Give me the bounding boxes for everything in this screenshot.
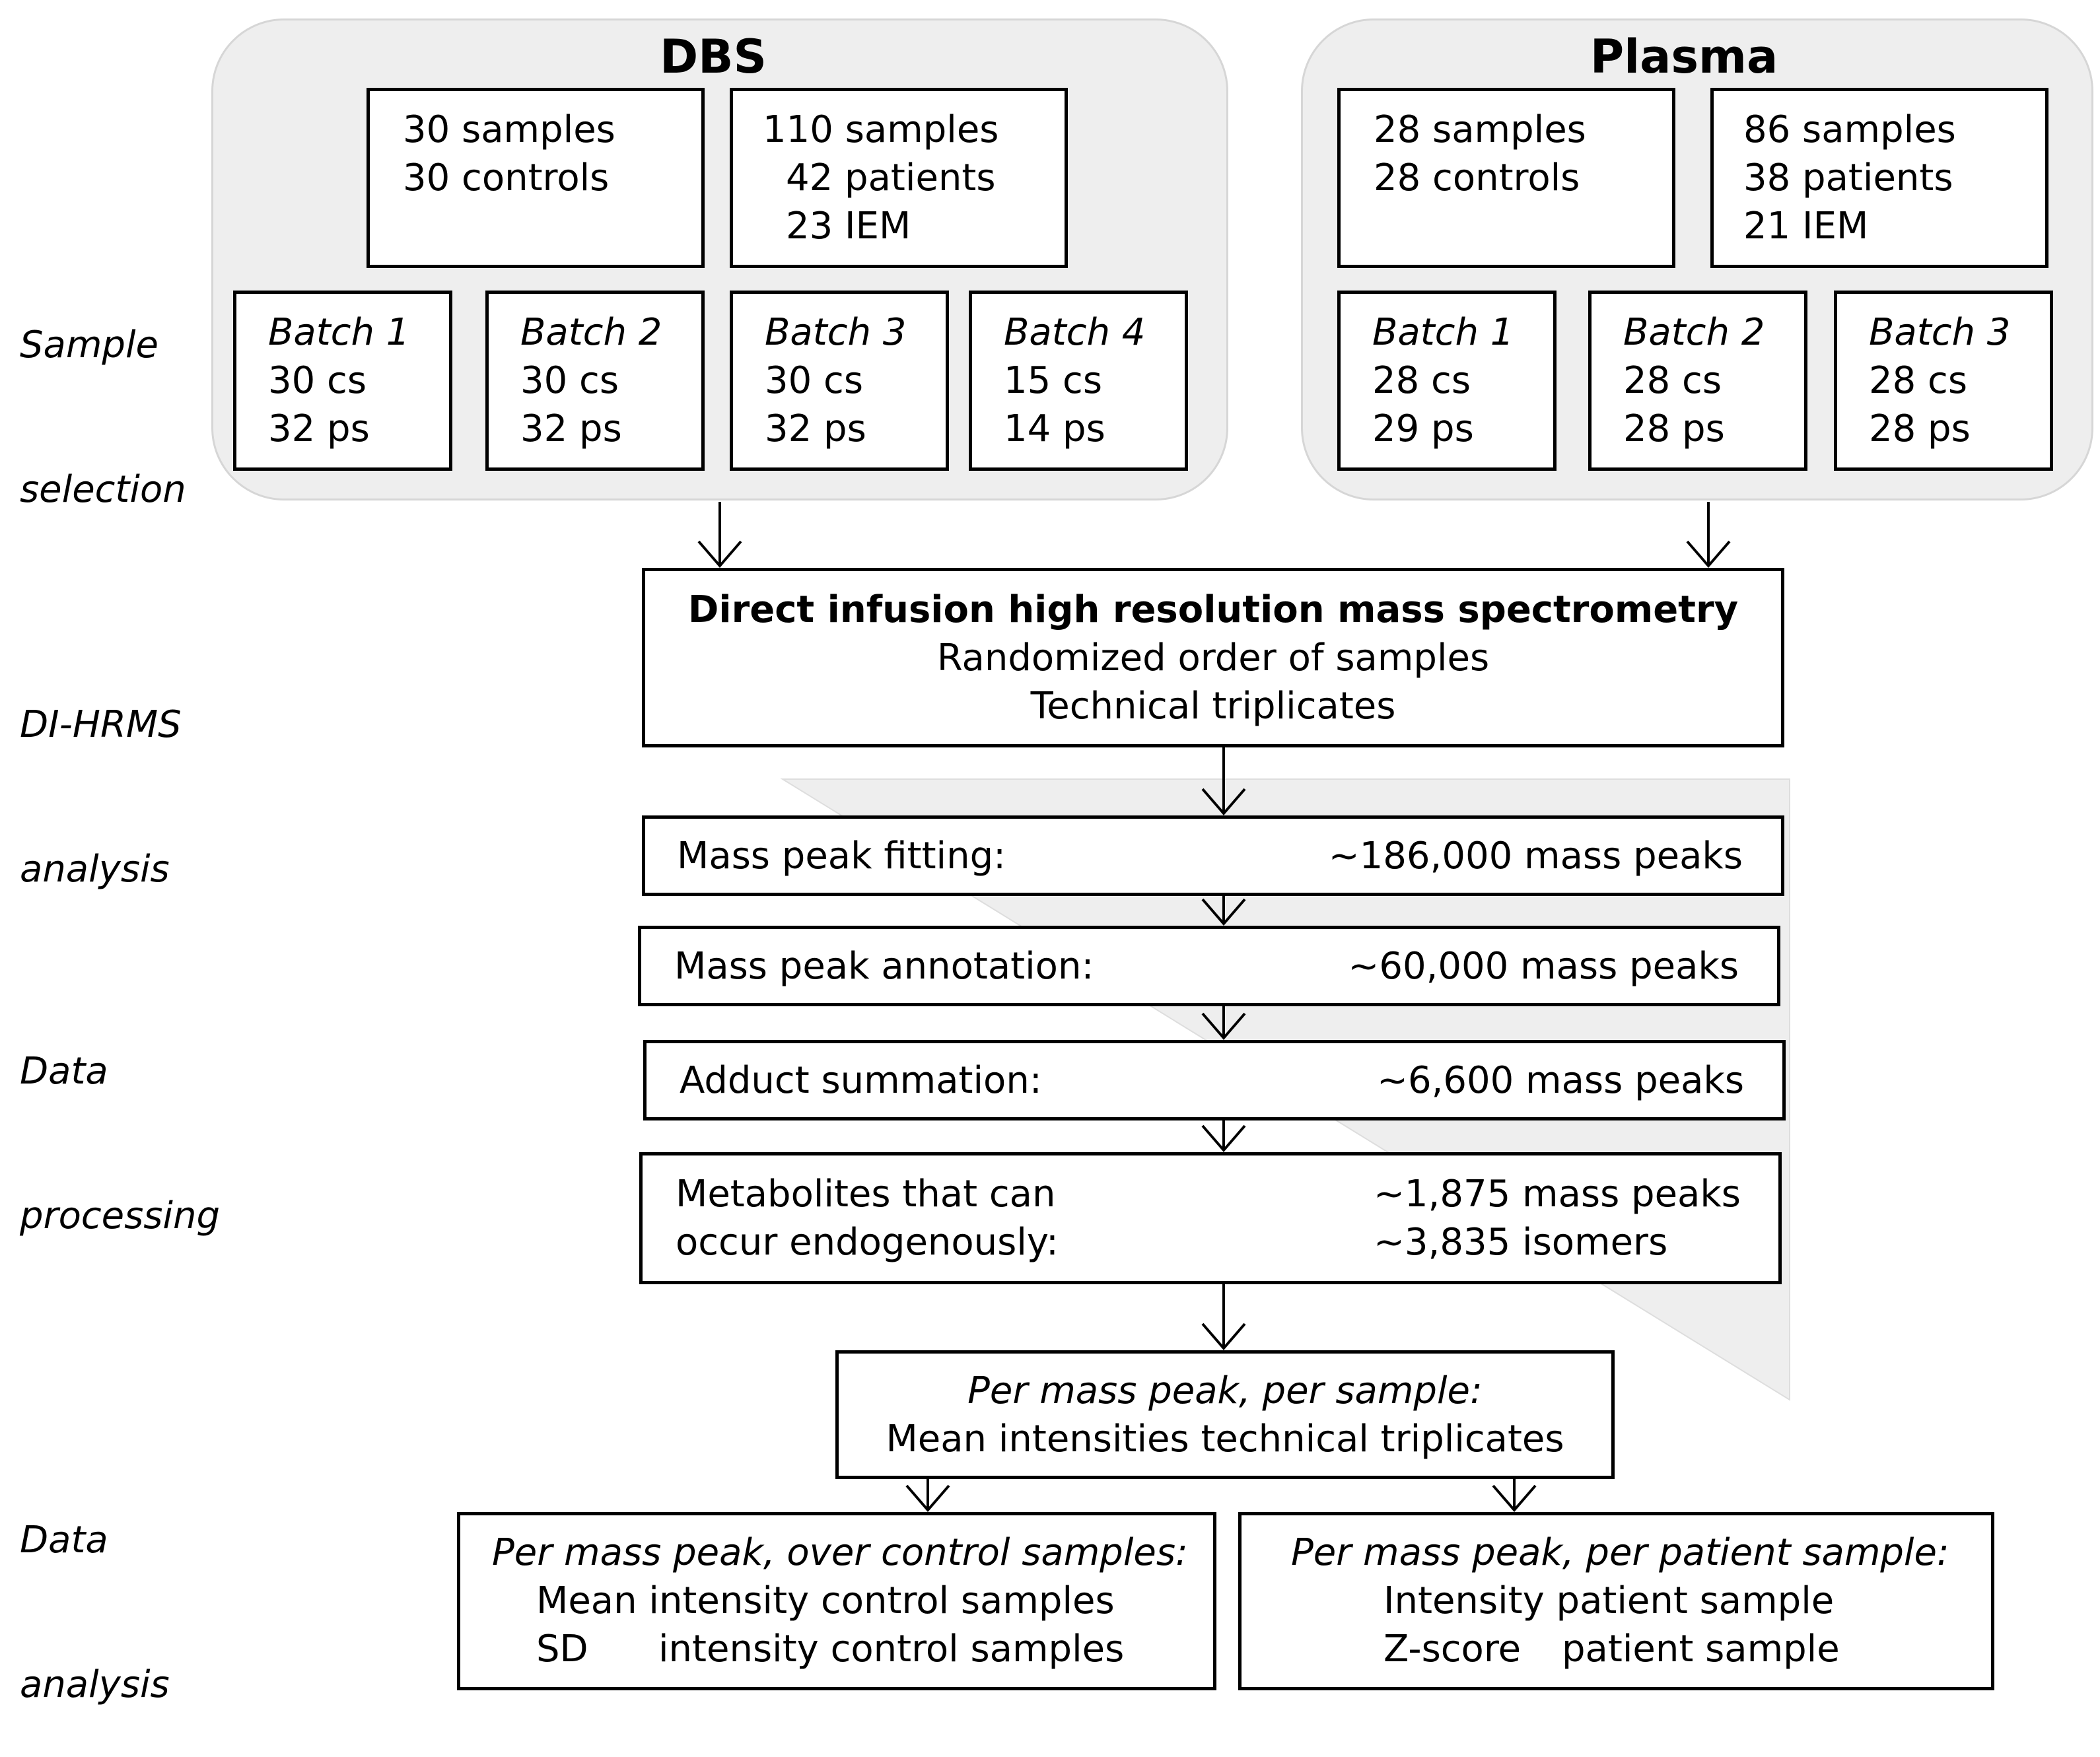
- stage-dihrms-analysis: DI-HRMS analysis: [20, 604, 182, 942]
- step-mass-peak-fitting: Mass peak fitting: ~186,000 mass peaks: [642, 815, 1784, 896]
- dbs-patients-line: 23 IEM: [786, 205, 911, 248]
- control-stats-sd: SD: [536, 1628, 588, 1671]
- dihrms-line: Randomized order of samples: [936, 637, 1490, 679]
- patient-stats-box: Per mass peak, per patient sample: Inten…: [1238, 1512, 1994, 1690]
- batch-ps: 32 ps: [268, 407, 370, 450]
- plasma-patients-line: 21 IEM: [1743, 205, 1869, 248]
- control-stats-line: Mean intensity control samples: [536, 1579, 1115, 1622]
- metabolites-value: ~3,835 isomers: [1374, 1221, 1668, 1264]
- dbs-batch-4: Batch 4 15 cs 14 ps: [969, 291, 1188, 471]
- plasma-controls-line: 28 samples: [1374, 108, 1586, 151]
- step-label: Adduct summation:: [680, 1059, 1042, 1102]
- batch-cs: 30 cs: [268, 359, 367, 402]
- plasma-title: Plasma: [1590, 30, 1778, 84]
- plasma-batch-2: Batch 2 28 cs 28 ps: [1588, 291, 1807, 471]
- stage-data-processing: Data processing: [20, 951, 220, 1288]
- dbs-batch-1: Batch 1 30 cs 32 ps: [233, 291, 452, 471]
- stage-label-line: processing: [20, 1194, 221, 1237]
- dbs-controls-line: 30 samples: [403, 108, 615, 151]
- batch-name: Batch 4: [1004, 311, 1146, 354]
- plasma-patients-line: 38 patients: [1743, 156, 1953, 199]
- stage-label-line: DI-HRMS: [20, 703, 182, 746]
- batch-ps: 14 ps: [1004, 407, 1105, 450]
- per-sample-title: Per mass peak, per sample:: [967, 1369, 1483, 1412]
- dbs-batch-2: Batch 2 30 cs 32 ps: [485, 291, 705, 471]
- stage-label-line: Data: [20, 1519, 108, 1562]
- stage-label-line: analysis: [20, 848, 170, 891]
- stage-label-line: Sample: [20, 324, 158, 366]
- plasma-batch-1: Batch 1 28 cs 29 ps: [1337, 291, 1557, 471]
- plasma-controls-box: 28 samples 28 controls: [1337, 88, 1675, 268]
- dbs-patients-box: 110 samples 42 patients 23 IEM: [730, 88, 1068, 268]
- patient-stats-line: Intensity patient sample: [1383, 1579, 1835, 1622]
- batch-cs: 30 cs: [520, 359, 619, 402]
- step-adduct-summation: Adduct summation: ~6,600 mass peaks: [643, 1040, 1786, 1120]
- plasma-patients-line: 86 samples: [1743, 108, 1956, 151]
- patient-stats-line: patient sample: [1562, 1628, 1840, 1671]
- batch-cs: 28 cs: [1372, 359, 1471, 402]
- batch-ps: 29 ps: [1372, 407, 1474, 450]
- metabolites-label: occur endogenously:: [676, 1221, 1059, 1264]
- metabolites-label: Metabolites that can: [676, 1173, 1056, 1216]
- step-value: ~186,000 mass peaks: [1328, 835, 1743, 878]
- step-value: ~60,000 mass peaks: [1348, 945, 1739, 988]
- patient-stats-zscore: Z-score: [1383, 1628, 1522, 1671]
- batch-name: Batch 3: [1869, 311, 2011, 354]
- batch-ps: 32 ps: [520, 407, 622, 450]
- batch-name: Batch 2: [520, 311, 662, 354]
- step-metabolites: Metabolites that can occur endogenously:…: [639, 1152, 1782, 1284]
- metabolites-value: ~1,875 mass peaks: [1374, 1173, 1741, 1216]
- dbs-batch-3: Batch 3 30 cs 32 ps: [730, 291, 949, 471]
- dbs-patients-line: 42 patients: [786, 156, 996, 199]
- stage-label-line: Data: [20, 1050, 108, 1093]
- stage-data-analysis: Data analysis: [20, 1420, 170, 1757]
- batch-ps: 28 ps: [1869, 407, 1971, 450]
- batch-ps: 28 ps: [1623, 407, 1725, 450]
- step-label: Mass peak annotation:: [674, 945, 1094, 988]
- control-stats-box: Per mass peak, over control samples: Mea…: [457, 1512, 1216, 1690]
- plasma-patients-box: 86 samples 38 patients 21 IEM: [1710, 88, 2048, 268]
- batch-cs: 28 cs: [1623, 359, 1722, 402]
- step-mass-peak-annotation: Mass peak annotation: ~60,000 mass peaks: [638, 926, 1780, 1006]
- plasma-controls-line: 28 controls: [1374, 156, 1580, 199]
- patient-stats-title: Per mass peak, per patient sample:: [1291, 1531, 1949, 1574]
- batch-name: Batch 2: [1623, 311, 1765, 354]
- step-value: ~6,600 mass peaks: [1377, 1059, 1744, 1102]
- batch-cs: 28 cs: [1869, 359, 1968, 402]
- batch-ps: 32 ps: [765, 407, 866, 450]
- stage-label-line: selection: [20, 468, 186, 511]
- step-label: Mass peak fitting:: [677, 835, 1006, 878]
- plasma-batch-3: Batch 3 28 cs 28 ps: [1834, 291, 2053, 471]
- batch-name: Batch 1: [1372, 311, 1514, 354]
- flow-arrows: [697, 502, 1731, 1513]
- dbs-controls-line: 30 controls: [403, 156, 610, 199]
- per-sample-line: Mean intensities technical triplicates: [886, 1418, 1564, 1461]
- control-stats-line: intensity control samples: [658, 1628, 1125, 1671]
- stage-label-line: analysis: [20, 1663, 170, 1706]
- batch-cs: 30 cs: [765, 359, 864, 402]
- dihrms-box: Direct infusion high resolution mass spe…: [642, 568, 1784, 747]
- dihrms-title: Direct infusion high resolution mass spe…: [687, 588, 1739, 631]
- control-stats-title: Per mass peak, over control samples:: [492, 1531, 1188, 1574]
- dihrms-line: Technical triplicates: [1030, 685, 1396, 728]
- batch-name: Batch 3: [765, 311, 907, 354]
- stage-sample-selection: Sample selection: [20, 224, 186, 562]
- dbs-controls-box: 30 samples 30 controls: [367, 88, 705, 268]
- dbs-patients-line: 110 samples: [763, 108, 999, 151]
- batch-cs: 15 cs: [1004, 359, 1103, 402]
- dbs-title: DBS: [660, 30, 767, 84]
- per-sample-box: Per mass peak, per sample: Mean intensit…: [835, 1350, 1615, 1479]
- batch-name: Batch 1: [268, 311, 410, 354]
